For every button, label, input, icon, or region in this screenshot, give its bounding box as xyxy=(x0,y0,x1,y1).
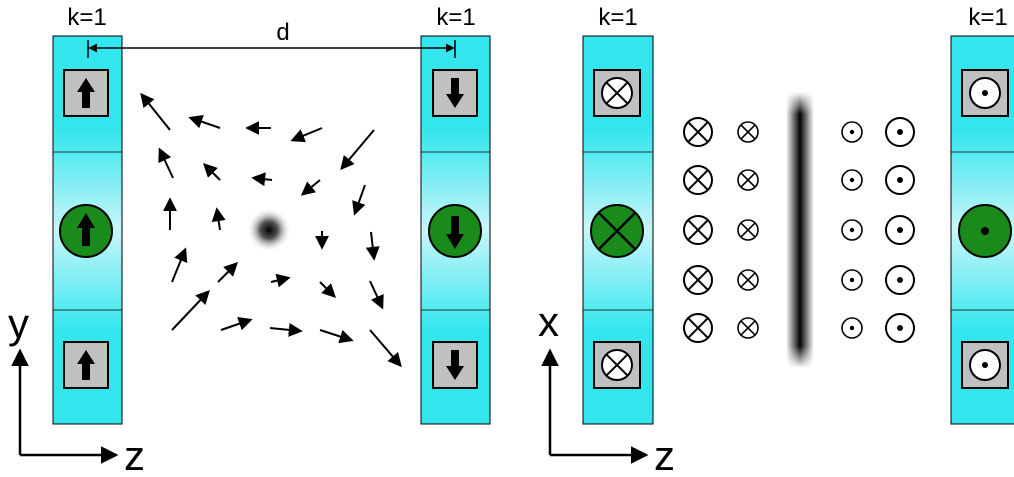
out-of-page-icon xyxy=(885,165,915,195)
into-page-icon xyxy=(593,69,641,117)
up-arrow-icon xyxy=(63,341,109,389)
distance-indicator xyxy=(87,40,456,58)
axis-label-z-panel1: z xyxy=(124,432,145,477)
axes-panel2 xyxy=(541,348,649,464)
distance-label: d xyxy=(276,19,289,46)
out-of-page-icon xyxy=(885,265,915,295)
k-label-left-panel2: k=1 xyxy=(598,4,637,31)
into-page-icon xyxy=(737,219,759,241)
k-label-right-panel2: k=1 xyxy=(968,4,1007,31)
k-label-left-panel1: k=1 xyxy=(67,4,106,31)
right-slab-panel2 xyxy=(950,35,1014,425)
into-page-field xyxy=(683,117,759,343)
into-page-icon xyxy=(593,341,641,389)
left-slab-panel1 xyxy=(52,35,123,425)
down-arrow-icon xyxy=(428,204,482,258)
into-page-icon xyxy=(737,169,759,191)
into-page-icon xyxy=(683,165,713,195)
up-arrow-icon xyxy=(63,69,109,117)
center-bar xyxy=(786,92,814,368)
panel-1: k=1 k=1 d xyxy=(8,4,491,477)
into-page-icon xyxy=(590,204,644,258)
axis-label-y: y xyxy=(8,300,29,347)
down-arrow-icon xyxy=(432,341,478,389)
left-slab-panel2 xyxy=(582,35,654,425)
axis-label-z-panel2: z xyxy=(654,432,675,477)
out-of-page-icon xyxy=(841,317,863,339)
into-page-icon xyxy=(683,215,713,245)
panel-2: k=1 k=1 xyxy=(538,4,1014,477)
out-of-page-icon xyxy=(885,313,915,343)
out-of-page-icon xyxy=(841,169,863,191)
out-of-page-icon xyxy=(961,341,1009,389)
into-page-icon xyxy=(737,269,759,291)
vortex-center-dot xyxy=(247,208,291,252)
axis-label-x: x xyxy=(538,298,559,345)
into-page-icon xyxy=(737,317,759,339)
out-of-page-field xyxy=(841,117,915,343)
up-arrow-icon xyxy=(59,204,113,258)
down-arrow-icon xyxy=(432,69,478,117)
out-of-page-icon xyxy=(841,269,863,291)
vector-field xyxy=(140,92,402,368)
into-page-icon xyxy=(683,117,713,147)
out-of-page-icon xyxy=(841,121,863,143)
out-of-page-icon xyxy=(961,69,1009,117)
right-slab-panel1 xyxy=(420,35,491,425)
out-of-page-icon xyxy=(885,215,915,245)
out-of-page-icon xyxy=(841,219,863,241)
into-page-icon xyxy=(737,121,759,143)
out-of-page-icon xyxy=(958,204,1012,258)
into-page-icon xyxy=(683,313,713,343)
out-of-page-icon xyxy=(885,117,915,147)
k-label-right-panel1: k=1 xyxy=(436,4,475,31)
axes-panel1 xyxy=(11,348,119,464)
into-page-icon xyxy=(683,265,713,295)
